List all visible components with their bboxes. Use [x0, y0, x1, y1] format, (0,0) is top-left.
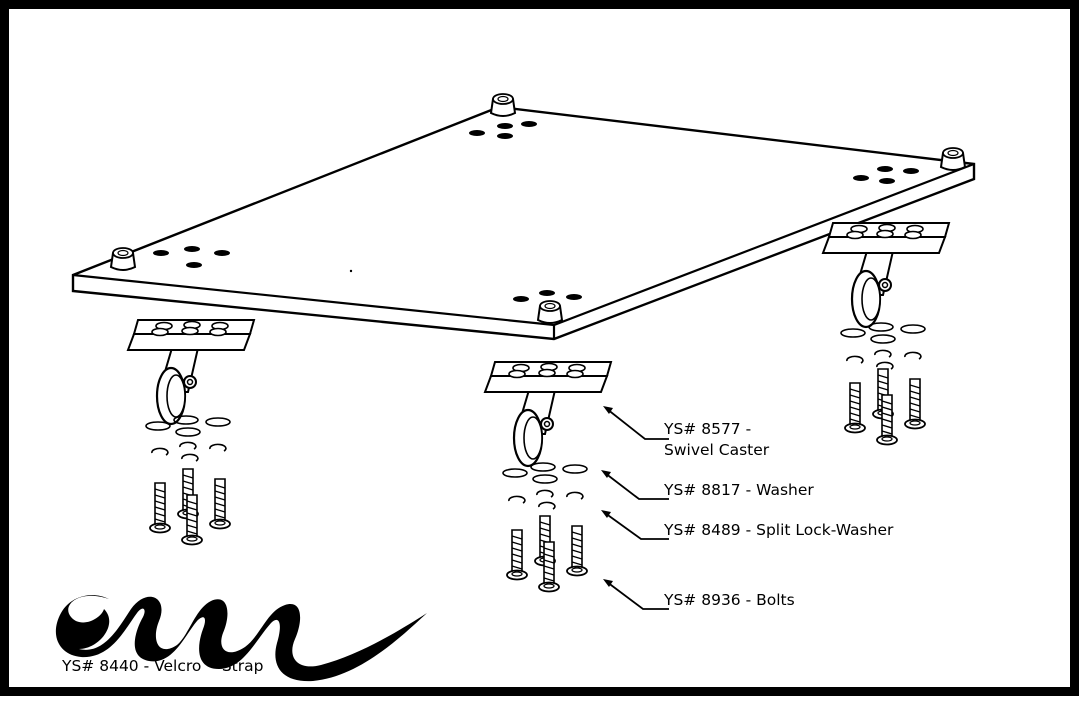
- callout-lockwasher-line-1: YS# 8489 - Split Lock-Washer: [664, 521, 894, 539]
- callout-washer-label: YS# 8817 - Washer: [664, 480, 814, 501]
- caster-stack-right: [821, 221, 951, 445]
- callout-caster-label: YS# 8577 - Swivel Caster: [664, 419, 769, 461]
- callout-caster-line-2: Swivel Caster: [664, 441, 770, 459]
- callout-washer-line-1: YS# 8817 - Washer: [664, 481, 814, 499]
- callout-bolts-label: YS# 8936 - Bolts: [664, 590, 795, 611]
- caster-stack-left: [126, 318, 256, 545]
- caster-stack-middle: [483, 360, 613, 592]
- callout-leaders: [604, 408, 669, 610]
- callout-bolts-line-1: YS# 8936 - Bolts: [664, 591, 795, 609]
- callout-caster-line-1: YS# 8577 -: [664, 420, 752, 438]
- callout-lockwasher-label: YS# 8489 - Split Lock-Washer: [664, 520, 893, 541]
- dolly-assembly-illustration: [55, 93, 976, 682]
- callout-arrowheads: [601, 406, 613, 587]
- callout-strap-label: YS# 8440 - Velcro™ Strap: [62, 656, 263, 677]
- callout-strap-line-1: YS# 8440 - Velcro™ Strap: [62, 657, 264, 675]
- velcro-strap-illustration: [55, 595, 427, 682]
